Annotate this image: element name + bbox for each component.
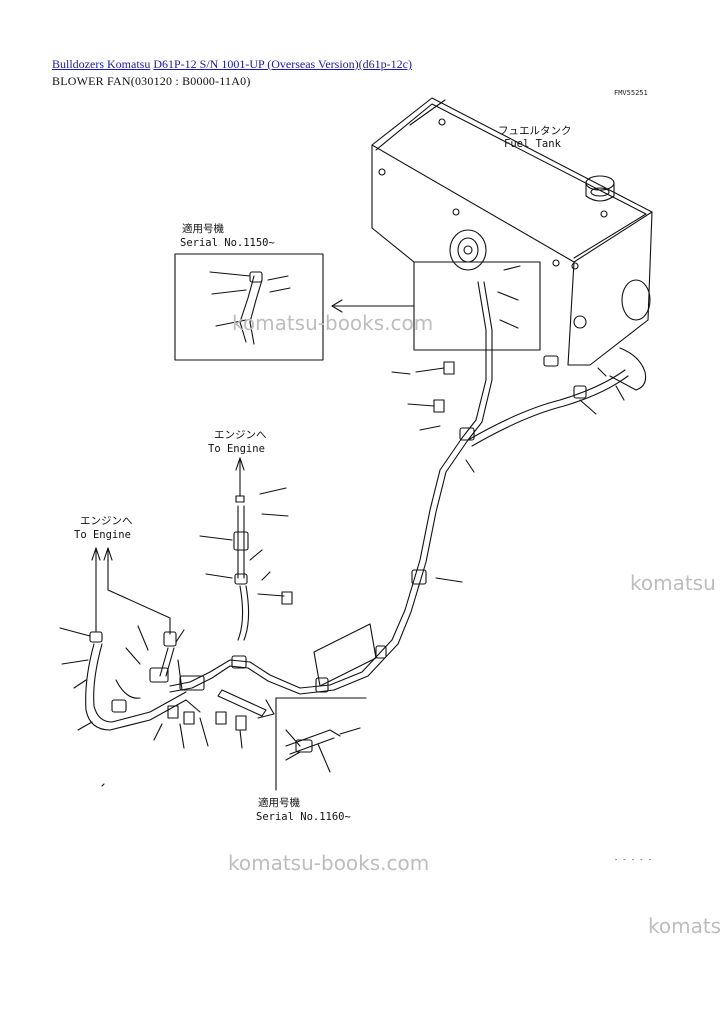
watermark-2: komatsu [630,571,716,595]
to-engine-center-label-jp: エンジンへ [214,429,267,441]
fuel-tank-label-en: Fuel Tank [504,138,562,150]
breadcrumb: Bulldozers Komatsu D61P-12 S/N 1001-UP (… [52,57,412,72]
detail-inset-bottom-parts [285,727,361,773]
hose-to-engine-left [59,547,247,787]
serial-bottom-label-jp: 適用号機 [258,796,300,809]
watermark-4: komats [648,914,721,938]
breadcrumb-link-model[interactable]: D61P-12 S/N 1001-UP (Overseas Version)(d… [153,57,412,71]
drawing-code-top: FMV55251 [614,89,648,97]
watermark-1: komatsu-books.com [232,311,433,335]
detail-inset-top-parts [209,271,291,345]
serial-top-label-en: Serial No.1150~ [180,237,275,249]
bolt-group-upper [391,361,475,473]
drawing-code-bottom: - - - - - [614,856,652,864]
hose-to-engine-center [199,457,293,641]
fuel-tank-label-jp: フュエルタンク [498,125,572,137]
watermark-3: komatsu-books.com [228,851,429,875]
to-engine-center-label-en: To Engine [208,443,265,455]
detail-frame-tank [413,261,541,351]
breadcrumb-link-bulldozers[interactable]: Bulldozers Komatsu [52,57,151,71]
to-engine-left-label-jp: エンジンへ [80,515,133,527]
fuel-tank [371,97,653,391]
page-title: BLOWER FAN(030120 : B0000-11A0) [52,74,251,88]
detail-inset-top [174,253,324,361]
hose-main [169,281,629,695]
serial-top-label-jp: 適用号機 [182,222,224,235]
to-engine-left-label-en: To Engine [74,529,131,541]
detail-arrow-bottom [217,689,267,717]
serial-bottom-label-en: Serial No.1160~ [256,811,351,823]
clamp-bracket [313,623,377,687]
